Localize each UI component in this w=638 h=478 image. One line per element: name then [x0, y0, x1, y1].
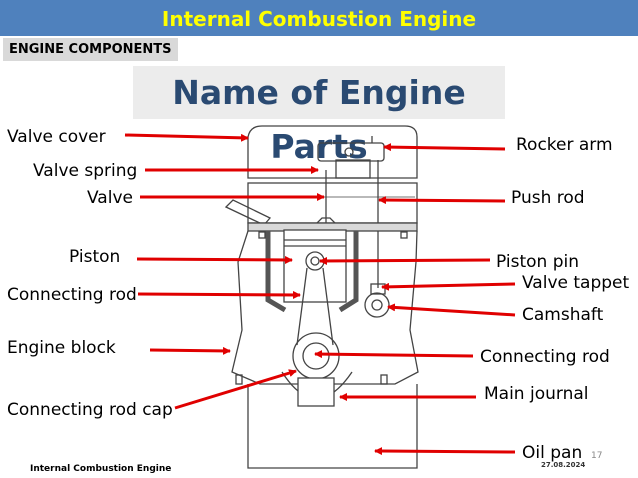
section-tag: ENGINE COMPONENTS	[3, 38, 178, 61]
label-connecting-rod-cap: Connecting rod cap	[7, 400, 173, 420]
label-main-journal: Main journal	[484, 384, 589, 404]
arrow-connecting-rod-left	[137, 290, 301, 299]
callout-arrows	[124, 133, 516, 456]
label-connecting-rod-right: Connecting rod	[480, 347, 610, 367]
slide-title: Internal Combustion Engine	[161, 7, 477, 31]
cylinder-wall-left	[265, 231, 287, 313]
label-camshaft: Camshaft	[522, 305, 604, 325]
cylinder-wall-right	[338, 231, 359, 313]
arrow-engine-block	[149, 346, 231, 355]
spark-plug-shape	[224, 199, 272, 226]
valve-cover-shape	[247, 125, 418, 179]
label-engine-block: Engine block	[7, 338, 116, 358]
label-piston-pin: Piston pin	[496, 252, 579, 272]
label-rocker-arm: Rocker arm	[516, 135, 613, 155]
label-oil-pan: Oil pan	[522, 443, 583, 463]
arrow-rocker-arm	[383, 143, 506, 152]
label-piston: Piston	[69, 247, 121, 267]
label-valve-tappet: Valve tappet	[522, 273, 630, 293]
oil-pan-shape	[247, 384, 418, 469]
arrow-valve-cover	[124, 133, 249, 142]
rocker-assembly	[317, 142, 385, 162]
label-valve-cover: Valve cover	[7, 127, 106, 147]
cylinder-head	[247, 182, 418, 224]
label-valve: Valve	[87, 188, 133, 208]
arrow-connecting-rod-cap	[174, 369, 297, 410]
label-valve-spring: Valve spring	[33, 161, 138, 181]
piston-shape	[283, 229, 347, 303]
arrow-piston-pin	[319, 256, 491, 265]
heading-box: Name of Engine Parts	[133, 66, 505, 166]
footer-title: Internal Combustion Engine	[30, 464, 172, 474]
label-push-rod: Push rod	[511, 188, 585, 208]
arrow-piston	[136, 255, 293, 264]
footer-date: 27.08.2024	[541, 461, 586, 469]
label-connecting-rod-left: Connecting rod	[7, 285, 137, 305]
arrow-camshaft	[387, 303, 516, 317]
connecting-rod-shape	[296, 267, 334, 346]
camshaft-shape	[364, 292, 390, 318]
title-bar: Internal Combustion Engine	[0, 0, 638, 36]
arrow-push-rod	[378, 196, 506, 205]
arrow-connecting-rod-right	[314, 350, 474, 359]
engine-drawing	[224, 125, 419, 469]
rocker-pivot	[344, 147, 354, 157]
crank-bigend	[292, 332, 340, 380]
arrow-valve-tappet	[381, 282, 516, 291]
arrow-oil-pan	[374, 447, 516, 456]
page-number: 17	[591, 451, 603, 461]
